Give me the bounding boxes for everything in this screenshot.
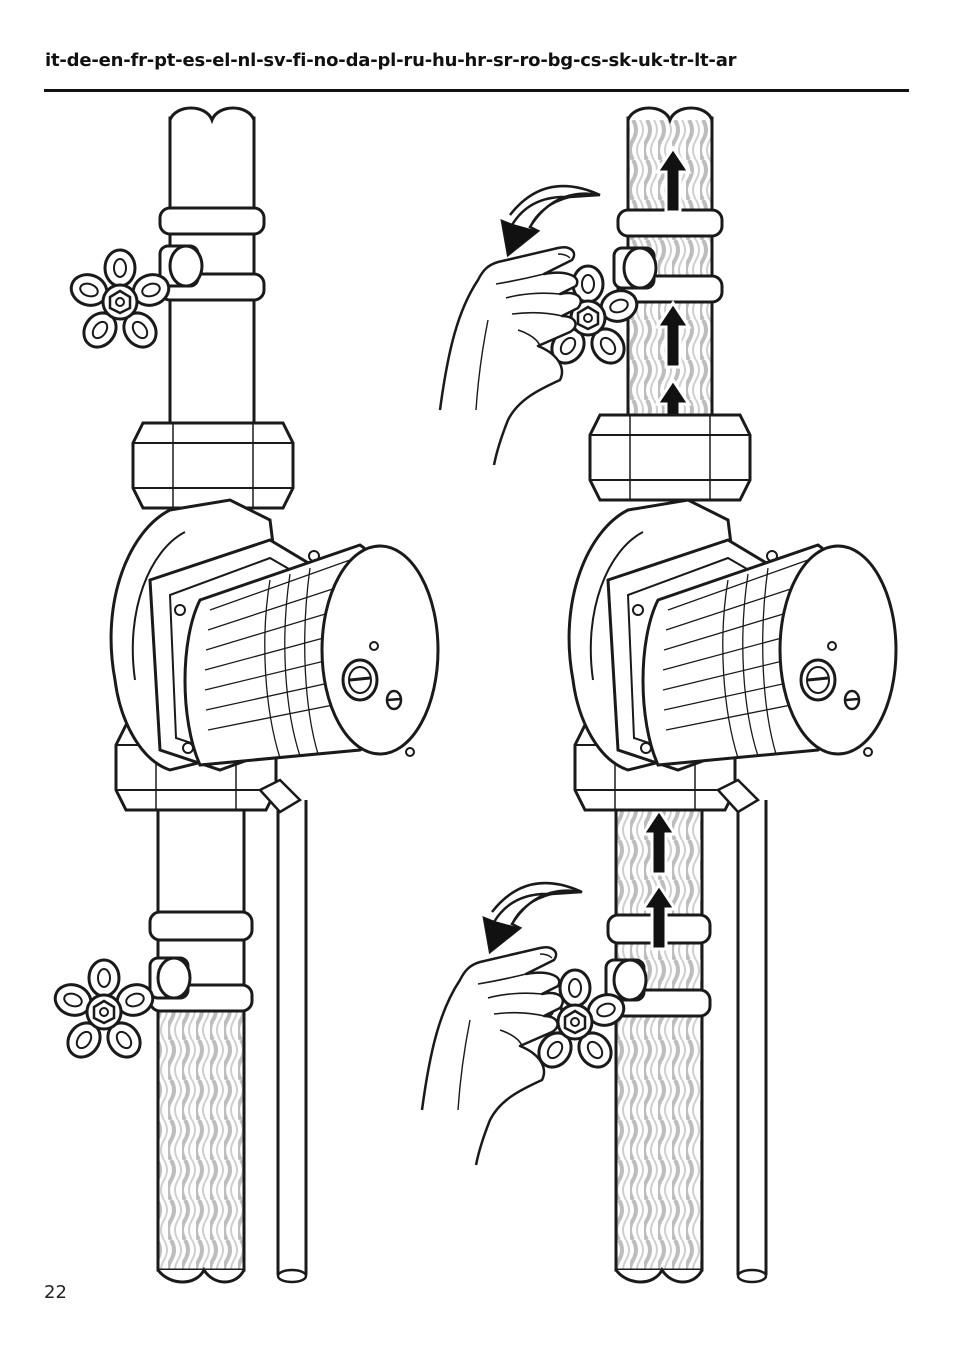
page-header-language-codes: it-de-en-fr-pt-es-el-nl-sv-fi-no-da-pl-r…: [45, 50, 737, 71]
handwheel-valve-icon: [49, 958, 159, 1065]
rotate-arrow-icon: [500, 184, 602, 257]
left-assembly: [49, 106, 440, 1284]
handwheel-valve-icon: [65, 248, 175, 355]
page-number: 22: [44, 1282, 67, 1303]
pump-venting-illustration: [49, 106, 898, 1284]
right-assembly: [420, 106, 898, 1284]
rotate-arrow-icon: [482, 881, 584, 954]
header-rule: [44, 89, 909, 92]
